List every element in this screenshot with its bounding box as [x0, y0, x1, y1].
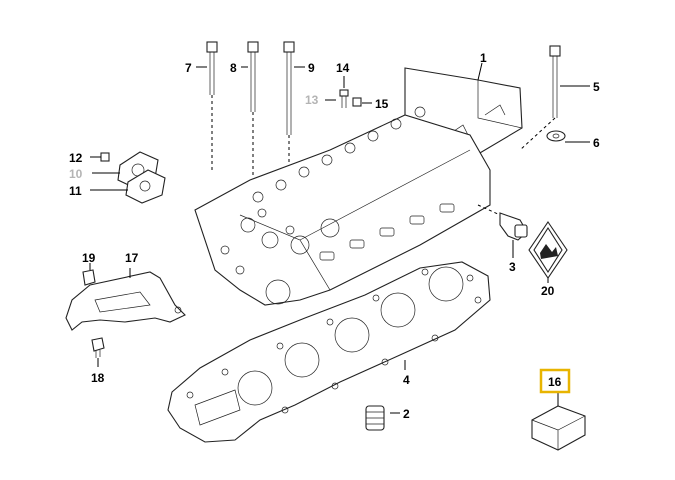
callout-16[interactable]: 16	[548, 375, 562, 389]
callout-7[interactable]: 7	[185, 61, 192, 75]
callout-3[interactable]: 3	[509, 260, 516, 274]
head-bolt-7[interactable]	[206, 41, 218, 170]
callout-10[interactable]: 10	[69, 167, 83, 181]
callout-4[interactable]: 4	[403, 373, 410, 387]
bolt-5[interactable]	[519, 45, 561, 151]
callout-11[interactable]: 11	[69, 184, 82, 198]
gasket-set-box-16[interactable]	[531, 405, 586, 451]
bolt-18[interactable]	[91, 337, 105, 358]
callout-19[interactable]: 19	[82, 251, 96, 265]
callout-5[interactable]: 5	[593, 80, 600, 94]
callout-8[interactable]: 8	[230, 61, 237, 75]
callout-17[interactable]: 17	[125, 251, 139, 265]
callout-9[interactable]: 9	[308, 61, 315, 75]
bolt-12[interactable]	[100, 152, 110, 162]
head-bolt-9[interactable]	[283, 41, 295, 165]
warning-label-20[interactable]	[528, 221, 568, 279]
callout-14[interactable]: 14	[336, 61, 350, 75]
callout-1[interactable]: 1	[480, 51, 487, 65]
callout-16-highlight[interactable]: 16	[539, 368, 571, 394]
callout-15[interactable]: 15	[375, 97, 389, 111]
nut-15[interactable]	[352, 97, 362, 107]
gasket-11[interactable]	[125, 169, 166, 204]
stud-14[interactable]	[339, 89, 349, 108]
callout-13[interactable]: 13	[305, 93, 319, 107]
clip-19[interactable]	[82, 269, 96, 286]
callout-12[interactable]: 12	[69, 151, 83, 165]
cylinder-head[interactable]	[194, 67, 523, 306]
callout-6[interactable]: 6	[593, 136, 600, 150]
washer-6[interactable]	[546, 130, 566, 142]
callout-labels: 1 2 3 4 5 6 7 8 9 10 11 12 13 14 15 17 1…	[69, 51, 600, 421]
head-bolt-8[interactable]	[247, 41, 259, 178]
dowel-sleeve-2[interactable]	[365, 405, 385, 431]
temp-sensor-3[interactable]	[477, 204, 528, 241]
head-gasket[interactable]	[167, 261, 491, 443]
callout-18[interactable]: 18	[91, 371, 105, 385]
bracket-17[interactable]	[65, 271, 186, 331]
leader-lines	[89, 62, 590, 414]
callout-20[interactable]: 20	[541, 284, 555, 298]
callout-2[interactable]: 2	[403, 407, 410, 421]
